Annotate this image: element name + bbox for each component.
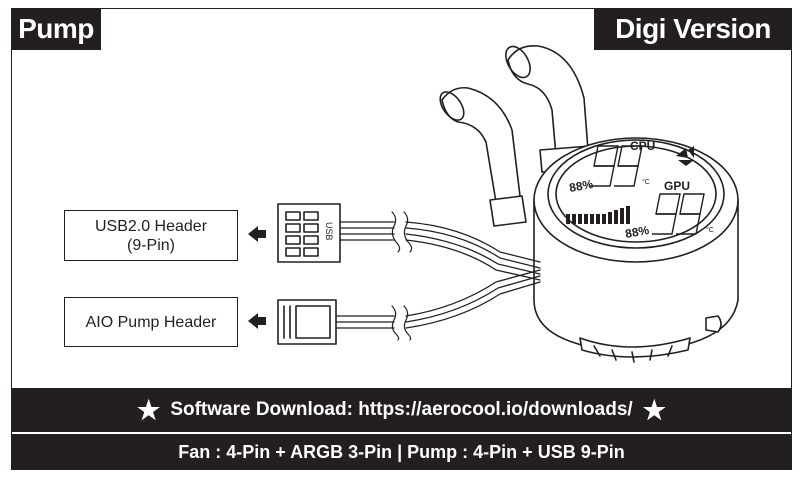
digit-display: [590, 145, 705, 235]
brand-logo-icon: [676, 146, 694, 166]
pump-header-label: AIO Pump Header: [85, 313, 217, 331]
gpu-percent: 88%: [624, 223, 650, 241]
pump-body: [533, 137, 739, 363]
pump-plug: [277, 299, 337, 345]
pump-header-box: AIO Pump Header: [64, 297, 238, 347]
gpu-label: GPU: [664, 179, 690, 193]
tube-right: [505, 44, 589, 157]
star-icon: ★: [642, 395, 666, 425]
bar-meter: [566, 206, 630, 224]
star-icon: ★: [137, 395, 161, 425]
pump-title: Pump: [11, 8, 101, 50]
gpu-unit: °C: [706, 226, 714, 234]
usb-header-pins: (9-Pin): [126, 236, 175, 254]
cables: [335, 211, 541, 341]
download-band: ★ Software Download: https://aerocool.io…: [11, 388, 792, 432]
usb-plug-label: USB: [324, 222, 334, 241]
download-text: Software Download: https://aerocool.io/d…: [170, 399, 633, 420]
usb-header-label: USB2.0 Header: [94, 217, 208, 235]
version-title: Digi Version: [594, 8, 792, 50]
arrow-left-icon: [248, 313, 266, 329]
cpu-label: CPU: [630, 139, 655, 153]
usb-header-box: USB2.0 Header (9-Pin): [64, 210, 238, 261]
spec-text: Fan : 4-Pin + ARGB 3-Pin | Pump : 4-Pin …: [178, 441, 625, 462]
usb-plug: [277, 203, 341, 263]
arrow-left-icon: [248, 226, 266, 242]
spec-band: Fan : 4-Pin + ARGB 3-Pin | Pump : 4-Pin …: [11, 434, 792, 470]
cpu-unit: °C: [642, 178, 650, 186]
tube-left: [439, 86, 521, 203]
cpu-percent: 88%: [568, 177, 594, 195]
